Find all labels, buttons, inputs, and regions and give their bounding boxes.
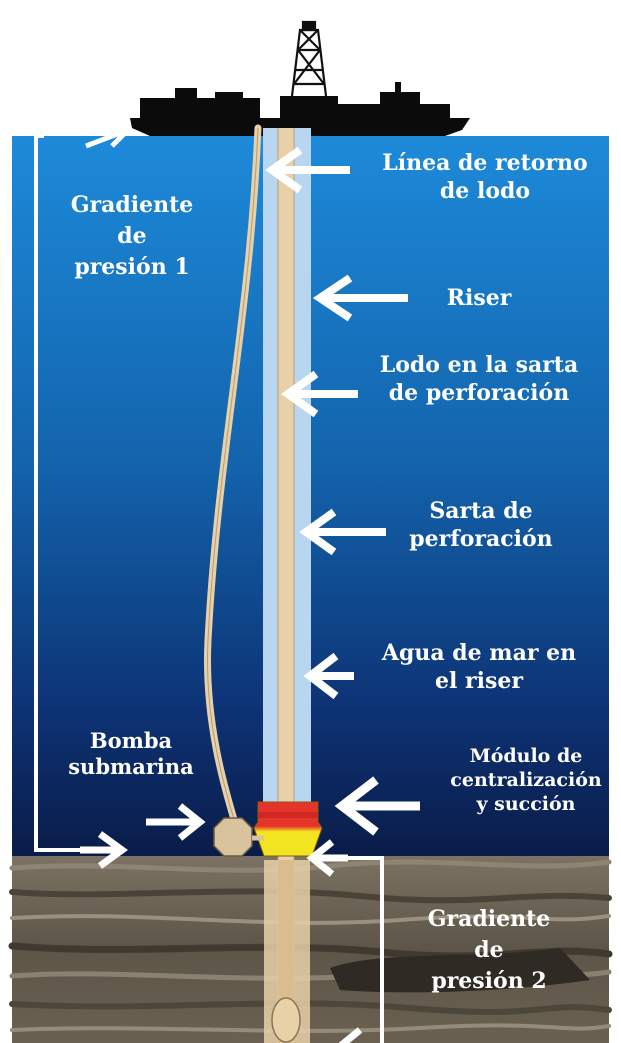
- label-return-line-1: Línea de retorno: [382, 150, 588, 176]
- drill-bit: [271, 997, 301, 1043]
- label-pump: Bomba submarina: [56, 728, 206, 781]
- arrow-return-line: [265, 146, 350, 194]
- label-riser: Riser: [424, 285, 534, 313]
- arrow-module: [334, 776, 420, 836]
- arrow-seawater: [303, 652, 354, 700]
- arrow-gradient-1-top: [85, 121, 133, 149]
- label-gradient-2-3: presión 2: [431, 968, 547, 995]
- label-pump-2: submarina: [68, 754, 194, 780]
- label-seawater-2: el riser: [435, 667, 523, 694]
- arrow-mud-in-string: [281, 370, 358, 418]
- label-drill-string-1: Sarta de: [429, 498, 533, 524]
- label-mud-in-string-1: Lodo en la sarta: [379, 352, 579, 378]
- derrick: [290, 20, 328, 97]
- arrow-riser: [312, 274, 408, 322]
- label-gradient-2-1: Gradiente: [427, 906, 551, 932]
- label-mud-in-string: Lodo en la sarta de perforación: [356, 352, 602, 407]
- arrow-gradient-2-bottom: [338, 1027, 363, 1043]
- label-gradient-1-1: Gradiente: [70, 192, 194, 218]
- label-drill-string: Sarta de perforación: [386, 498, 576, 553]
- label-module-2: centralización: [450, 768, 602, 791]
- label-mud-in-string-2: de perforación: [388, 379, 570, 406]
- arrow-gradient-2-top: [306, 839, 348, 877]
- arrow-gradient-1-bottom: [80, 831, 128, 869]
- label-riser-1: Riser: [446, 285, 512, 311]
- arrow-drill-string: [299, 508, 386, 556]
- label-gradient-1-3: presión 1: [74, 254, 190, 281]
- label-gradient-1-2: de: [117, 223, 147, 250]
- gradient-1-bracket: [34, 134, 80, 852]
- label-pump-1: Bomba: [89, 728, 173, 753]
- label-drill-string-2: perforación: [409, 525, 553, 552]
- label-return-line-2: de lodo: [439, 177, 531, 204]
- label-module-1: Módulo de: [469, 745, 583, 767]
- label-seawater-1: Agua de mar en: [381, 640, 577, 666]
- drill-ship: [130, 82, 470, 136]
- subsea-pump: [213, 817, 253, 857]
- label-gradient-1: Gradiente de presión 1: [44, 190, 220, 284]
- arrow-pump: [146, 803, 206, 841]
- label-gradient-2-2: de: [474, 937, 504, 964]
- label-return-line: Línea de retorno de lodo: [356, 150, 614, 205]
- label-gradient-2: Gradiente de presión 2: [404, 904, 574, 998]
- label-module-3: y succión: [476, 792, 576, 815]
- label-seawater: Agua de mar en el riser: [356, 640, 602, 695]
- centralization-module: [253, 801, 323, 857]
- label-module: Módulo de centralización y succión: [440, 745, 612, 816]
